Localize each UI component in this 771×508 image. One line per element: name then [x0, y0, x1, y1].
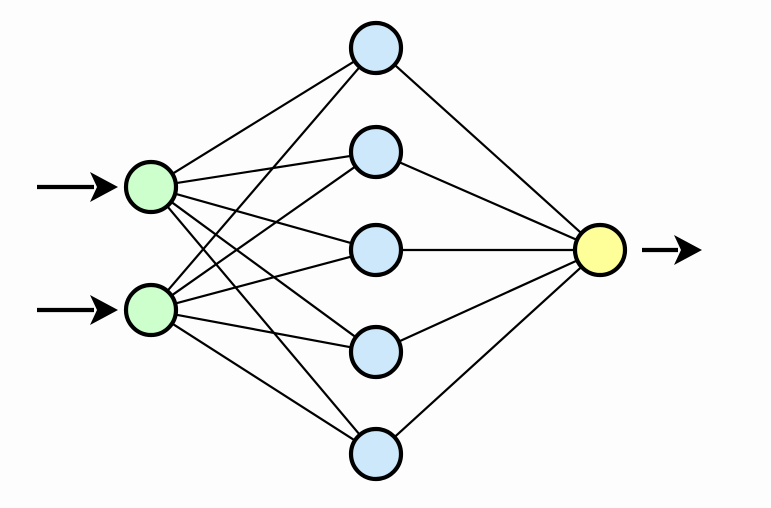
edge-i1-h4: [169, 200, 358, 339]
hidden-node-4[interactable]: [348, 324, 404, 380]
edge-i1-h1: [170, 59, 357, 176]
hidden-node-1[interactable]: [348, 20, 404, 76]
hidden-node-3[interactable]: [348, 222, 404, 278]
edge-i1-h2: [174, 154, 353, 185]
edge-i2-h4: [174, 313, 353, 349]
output-node-1[interactable]: [572, 222, 628, 278]
edge-i1-h5: [165, 204, 362, 437]
nodes-group: [123, 20, 628, 482]
input-arrow-1-head: [90, 172, 118, 202]
edge-h5-o1: [393, 265, 583, 439]
edge-i2-h1: [165, 65, 362, 293]
edge-i2-h3: [173, 255, 354, 305]
hidden-node-5[interactable]: [348, 426, 404, 482]
output-arrow-1-head: [674, 235, 702, 265]
edge-i1-h3: [173, 192, 354, 245]
hidden-node-2[interactable]: [348, 124, 404, 180]
input-node-1[interactable]: [123, 159, 179, 215]
input-arrow-2-icon: [37, 295, 118, 325]
io-arrows-group: [37, 172, 702, 325]
edge-i2-h5: [170, 322, 357, 442]
edges-group: [165, 59, 583, 442]
input-arrow-2-head: [90, 295, 118, 325]
input-node-2[interactable]: [123, 282, 179, 338]
output-arrow-1-icon: [642, 235, 702, 265]
edge-i2-h2: [170, 164, 357, 298]
edge-h2-o1: [397, 160, 579, 242]
edge-h4-o1: [397, 258, 579, 344]
input-arrow-1-icon: [37, 172, 118, 202]
edge-h1-o1: [393, 63, 583, 235]
